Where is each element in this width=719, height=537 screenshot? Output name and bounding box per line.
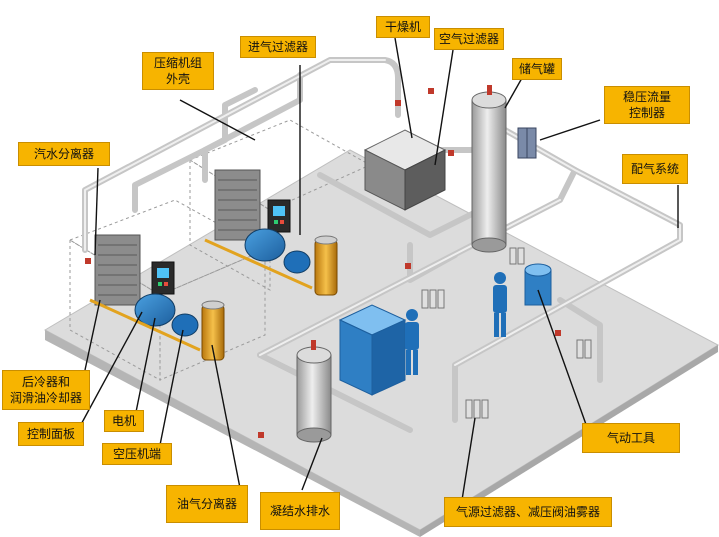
callout-air-tank: 储气罐 — [512, 58, 562, 80]
leader-lines — [77, 37, 679, 501]
callout-control-panel: 控制面板 — [18, 422, 84, 446]
worker-figure-left — [405, 309, 419, 375]
point-of-use-filters — [421, 247, 592, 419]
callout-airend: 空压机端 — [102, 443, 172, 465]
callout-dryer: 干燥机 — [376, 16, 430, 38]
callout-distribution: 配气系统 — [622, 154, 688, 184]
worker-figure-right — [493, 272, 507, 337]
callout-water-separator: 汽水分离器 — [18, 142, 110, 166]
red-valves — [85, 88, 561, 438]
pipe-highlights — [84, 59, 681, 366]
flow-controller-device — [517, 127, 537, 159]
callout-air-filter: 空气过滤器 — [434, 28, 504, 50]
callout-condensate-drain: 凝结水排水 — [260, 492, 340, 530]
callout-flow-controller: 稳压流量 控制器 — [604, 86, 690, 124]
callout-motor: 电机 — [104, 410, 144, 432]
condensate-drain-tank — [296, 340, 332, 443]
callout-compressor-housing: 压缩机组 外壳 — [142, 52, 214, 90]
pneumatic-tool-tank — [524, 263, 552, 306]
callout-aftercooler: 后冷器和 润滑油冷却器 — [2, 370, 90, 410]
compressor-unit-back — [204, 169, 338, 296]
production-machine — [338, 304, 407, 396]
callout-pneumatic-tools: 气动工具 — [582, 423, 680, 453]
air-receiver-tank — [471, 85, 507, 253]
callout-point-of-use-filters: 气源过滤器、减压阀油雾器 — [444, 497, 612, 527]
compressor-unit-front — [89, 234, 225, 361]
callout-intake-filter: 进气过滤器 — [240, 36, 316, 58]
callout-oil-separator: 油气分离器 — [166, 485, 248, 523]
